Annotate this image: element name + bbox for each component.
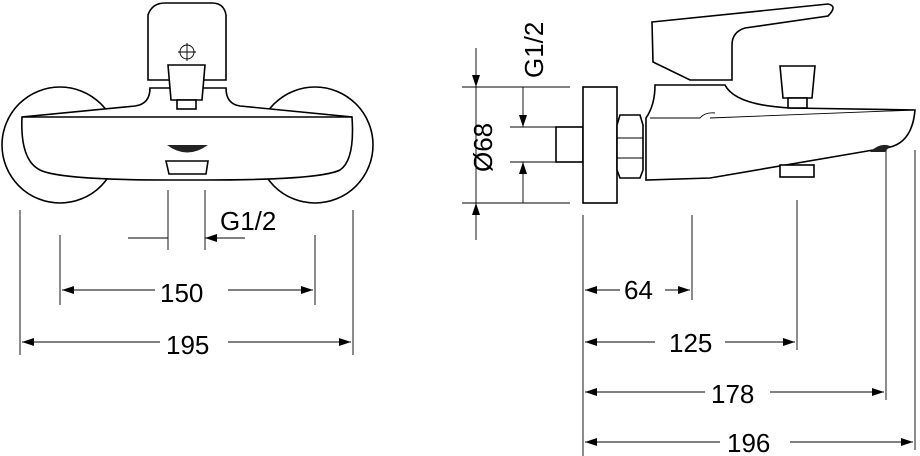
dimension-178-label: 178 <box>711 379 754 409</box>
rosette-diameter-label: Ø68 <box>468 123 498 172</box>
cartridge <box>167 64 206 101</box>
dimension-196-label: 196 <box>727 428 770 456</box>
hex-nut <box>616 114 644 179</box>
pipe-stub <box>555 126 584 163</box>
front-thread-label: G1/2 <box>220 206 276 236</box>
crosshair-icon <box>178 43 196 61</box>
front-view: G1/2 150 195 <box>1 2 374 360</box>
aerator <box>167 145 208 153</box>
dimension-125-label: 125 <box>669 328 712 358</box>
side-view: Ø68 G1/2 64 125 178 196 <box>462 3 916 456</box>
side-lever-handle <box>651 3 834 81</box>
side-diverter <box>779 164 815 178</box>
overall-width-label: 195 <box>166 330 209 360</box>
spout-body <box>645 84 916 181</box>
diverter-knob <box>779 65 816 99</box>
lever-handle <box>147 2 227 81</box>
side-aerator <box>870 144 890 152</box>
wall-rosette <box>582 86 618 204</box>
centers-dimension-label: 150 <box>160 278 203 308</box>
dimension-64-label: 64 <box>624 275 653 305</box>
side-thread-label: G1/2 <box>519 22 549 78</box>
diverter <box>164 160 209 175</box>
